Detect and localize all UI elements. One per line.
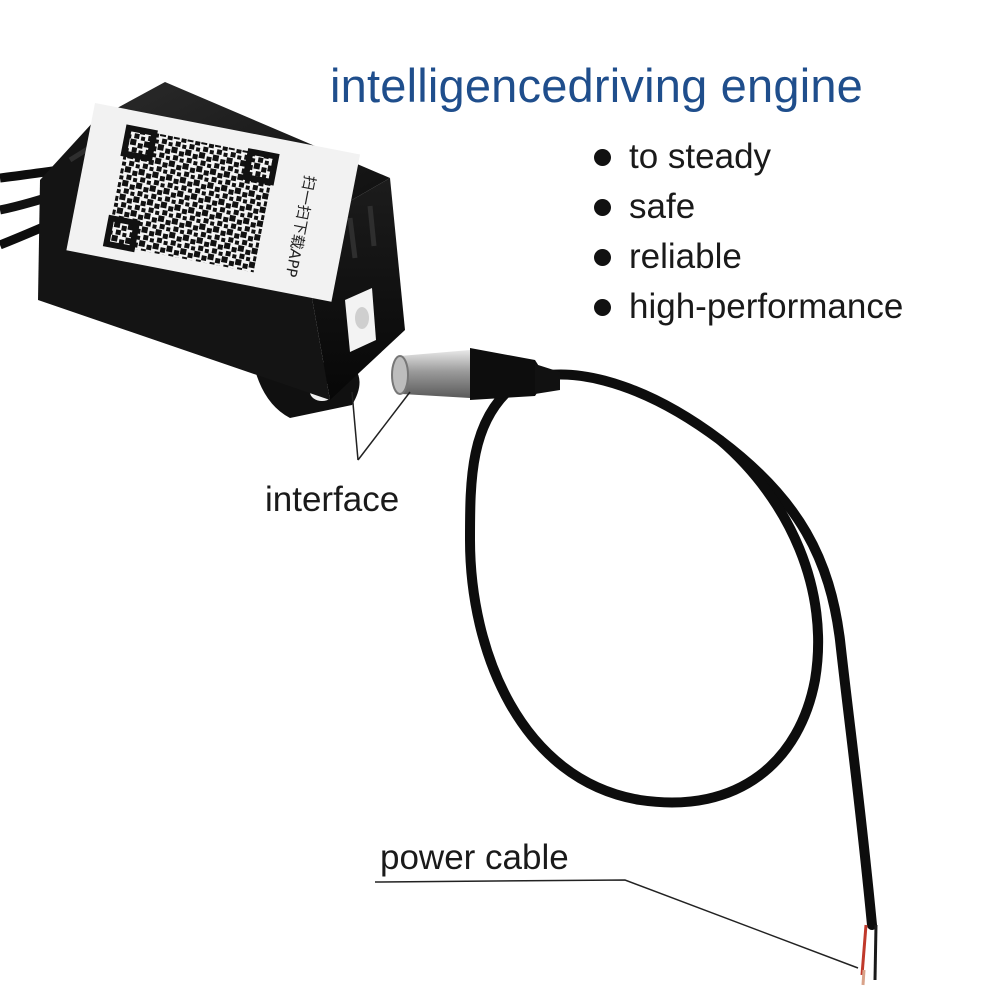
feature-label: to steady (629, 137, 772, 176)
bullet-dot-icon (594, 298, 611, 316)
feature-list: to steady safe reliable high-performance (594, 132, 903, 332)
feature-item: to steady (594, 132, 903, 182)
bullet-dot-icon (594, 248, 611, 266)
power-cable-callout: power cable (380, 838, 569, 877)
controller-box: 扫一扫下载APP (38, 82, 405, 418)
feature-label: high-performance (629, 287, 904, 326)
power-cable (464, 369, 878, 986)
feature-item: reliable (594, 232, 903, 282)
feature-label: reliable (629, 237, 742, 276)
dc-plug (391, 348, 560, 400)
feature-label: safe (629, 187, 696, 226)
feature-item: high-performance (594, 282, 903, 332)
bullet-dot-icon (594, 148, 611, 166)
qr-code-icon (106, 127, 277, 273)
feature-item: safe (594, 182, 903, 232)
callout-lines (351, 391, 859, 969)
bullet-dot-icon (594, 198, 611, 216)
interface-callout: interface (265, 480, 400, 519)
headline: intelligencedriving engine (330, 59, 864, 112)
